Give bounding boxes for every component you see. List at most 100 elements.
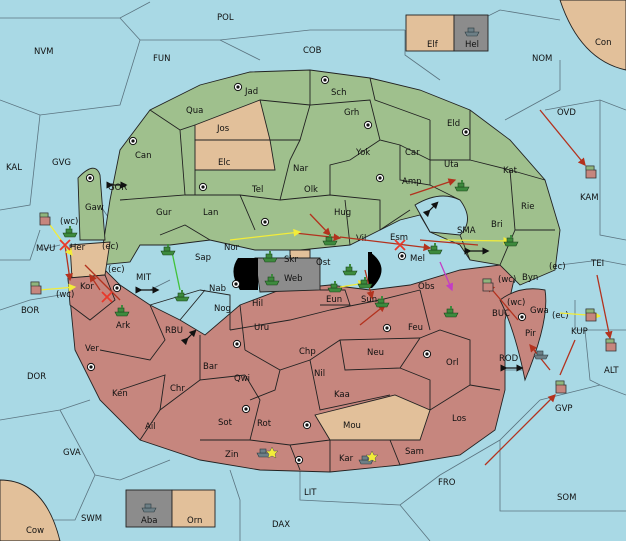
- label-kam: KAM: [580, 193, 599, 203]
- label-lan: Lan: [203, 208, 218, 218]
- label-rot: Rot: [257, 419, 272, 429]
- label-sot: Sot: [218, 418, 233, 428]
- land-labels: Jad Sch Qua Jos Grh Eld Can Elc Nar Yok …: [70, 87, 549, 464]
- label-fro: FRO: [438, 478, 456, 488]
- label-kor: Kor: [80, 282, 94, 292]
- label-elc: Elc: [218, 158, 231, 168]
- label-nvm: NVM: [34, 47, 54, 57]
- label-kal: KAL: [6, 163, 22, 173]
- label-zin: Zin: [225, 450, 239, 460]
- coast-tag-buc-wc: (wc): [507, 298, 525, 308]
- label-car: Car: [405, 148, 420, 158]
- territory-elc[interactable]: [194, 139, 276, 171]
- label-bor: BOR: [21, 306, 39, 316]
- sea-labels: POL NVM FUN COB NOM Con OVD KAL GVG GOR …: [6, 13, 619, 536]
- label-pir: Pir: [525, 329, 536, 339]
- territory-kor[interactable]: [67, 274, 116, 321]
- label-nog: Nog: [214, 304, 231, 314]
- label-mit: MIT: [136, 273, 152, 283]
- label-gwa: Gwa: [530, 306, 549, 316]
- label-tel: Tel: [251, 185, 263, 195]
- coast-tag-kor-wc: (wc): [56, 290, 74, 300]
- label-kup: KUP: [571, 327, 588, 337]
- territory-mou[interactable]: [314, 394, 431, 441]
- label-mou: Mou: [343, 421, 361, 431]
- label-can: Can: [135, 151, 152, 161]
- territory-orn[interactable]: [171, 489, 216, 528]
- label-esm: Esm: [390, 233, 408, 243]
- label-ark: Ark: [116, 321, 130, 331]
- label-chp: Chp: [299, 347, 316, 357]
- label-bar: Bar: [203, 362, 218, 372]
- label-alt: ALT: [604, 366, 619, 376]
- label-dor: DOR: [27, 372, 46, 382]
- label-amp: Amp: [402, 177, 422, 187]
- label-rie: Rie: [521, 202, 535, 212]
- label-bri: Bri: [491, 220, 503, 230]
- label-mvu: MVU: [36, 244, 55, 254]
- label-feu: Feu: [408, 323, 423, 333]
- label-sch: Sch: [331, 88, 346, 98]
- label-ver: Ver: [85, 344, 99, 354]
- coast-tag-her-wc: (wc): [60, 217, 78, 227]
- label-som: SOM: [557, 493, 576, 503]
- label-web: Web: [284, 274, 303, 284]
- label-grh: Grh: [344, 108, 359, 118]
- cut-cross-icons: [59, 239, 406, 303]
- label-gvg: GVG: [52, 158, 71, 168]
- label-kaa: Kaa: [334, 390, 350, 400]
- label-qua: Qua: [186, 106, 203, 116]
- label-neu: Neu: [367, 348, 384, 358]
- label-eld: Eld: [447, 119, 460, 129]
- label-swm: SWM: [81, 514, 102, 524]
- label-uta: Uta: [444, 160, 459, 170]
- label-gva: GVA: [63, 448, 81, 458]
- label-ost: Ost: [316, 258, 331, 268]
- territory-gaw[interactable]: [77, 167, 106, 241]
- label-elf: Elf: [427, 40, 439, 50]
- label-rbu: RBU: [165, 326, 183, 336]
- label-buc: BUC: [492, 309, 510, 319]
- coast-tag-gwa-wc: (wc): [498, 275, 516, 285]
- label-ail: Ail: [145, 422, 156, 432]
- territory-hel[interactable]: [453, 14, 489, 52]
- label-ovd: OVD: [557, 108, 576, 118]
- label-fun: FUN: [153, 54, 170, 64]
- label-jos: Jos: [216, 124, 230, 134]
- label-nor: Nor: [224, 243, 240, 253]
- label-los: Los: [452, 414, 467, 424]
- label-kar: Kar: [339, 454, 354, 464]
- label-cow: Cow: [26, 526, 44, 536]
- label-sun: Sun: [361, 295, 377, 305]
- coast-tag-gwa-ec: (ec): [552, 311, 569, 321]
- label-nab: Nab: [209, 284, 226, 294]
- coast-tags: (wc) (ec) (ec) (wc) (wc) (ec) (wc) (ec): [56, 217, 569, 321]
- label-aba: Aba: [141, 516, 157, 526]
- label-sap: Sap: [195, 253, 211, 263]
- territory-elf[interactable]: [405, 14, 455, 52]
- label-nil: Nil: [314, 369, 325, 379]
- label-skr: Skr: [284, 255, 298, 265]
- label-yok: Yok: [355, 148, 370, 158]
- label-hug: Hug: [334, 208, 351, 218]
- label-lit: LIT: [304, 488, 317, 498]
- label-pol: POL: [217, 13, 234, 23]
- label-byn: Byn: [522, 273, 538, 283]
- label-her: Her: [70, 243, 86, 253]
- label-mel: Mel: [410, 254, 425, 264]
- double-arrow-icons: [106, 181, 524, 372]
- label-qwi: Qwi: [234, 374, 250, 384]
- star-icons: [265, 446, 379, 463]
- label-dax: DAX: [272, 520, 290, 530]
- label-hel: Hel: [465, 40, 479, 50]
- label-orl: Orl: [446, 358, 459, 368]
- label-ken: Ken: [112, 389, 128, 399]
- label-gaw: Gaw: [85, 203, 104, 213]
- label-sma: SMA: [457, 226, 476, 236]
- label-obs: Obs: [418, 282, 435, 292]
- move-arrows: [39, 109, 613, 466]
- label-nar: Nar: [293, 164, 309, 174]
- label-orn: Orn: [187, 516, 202, 526]
